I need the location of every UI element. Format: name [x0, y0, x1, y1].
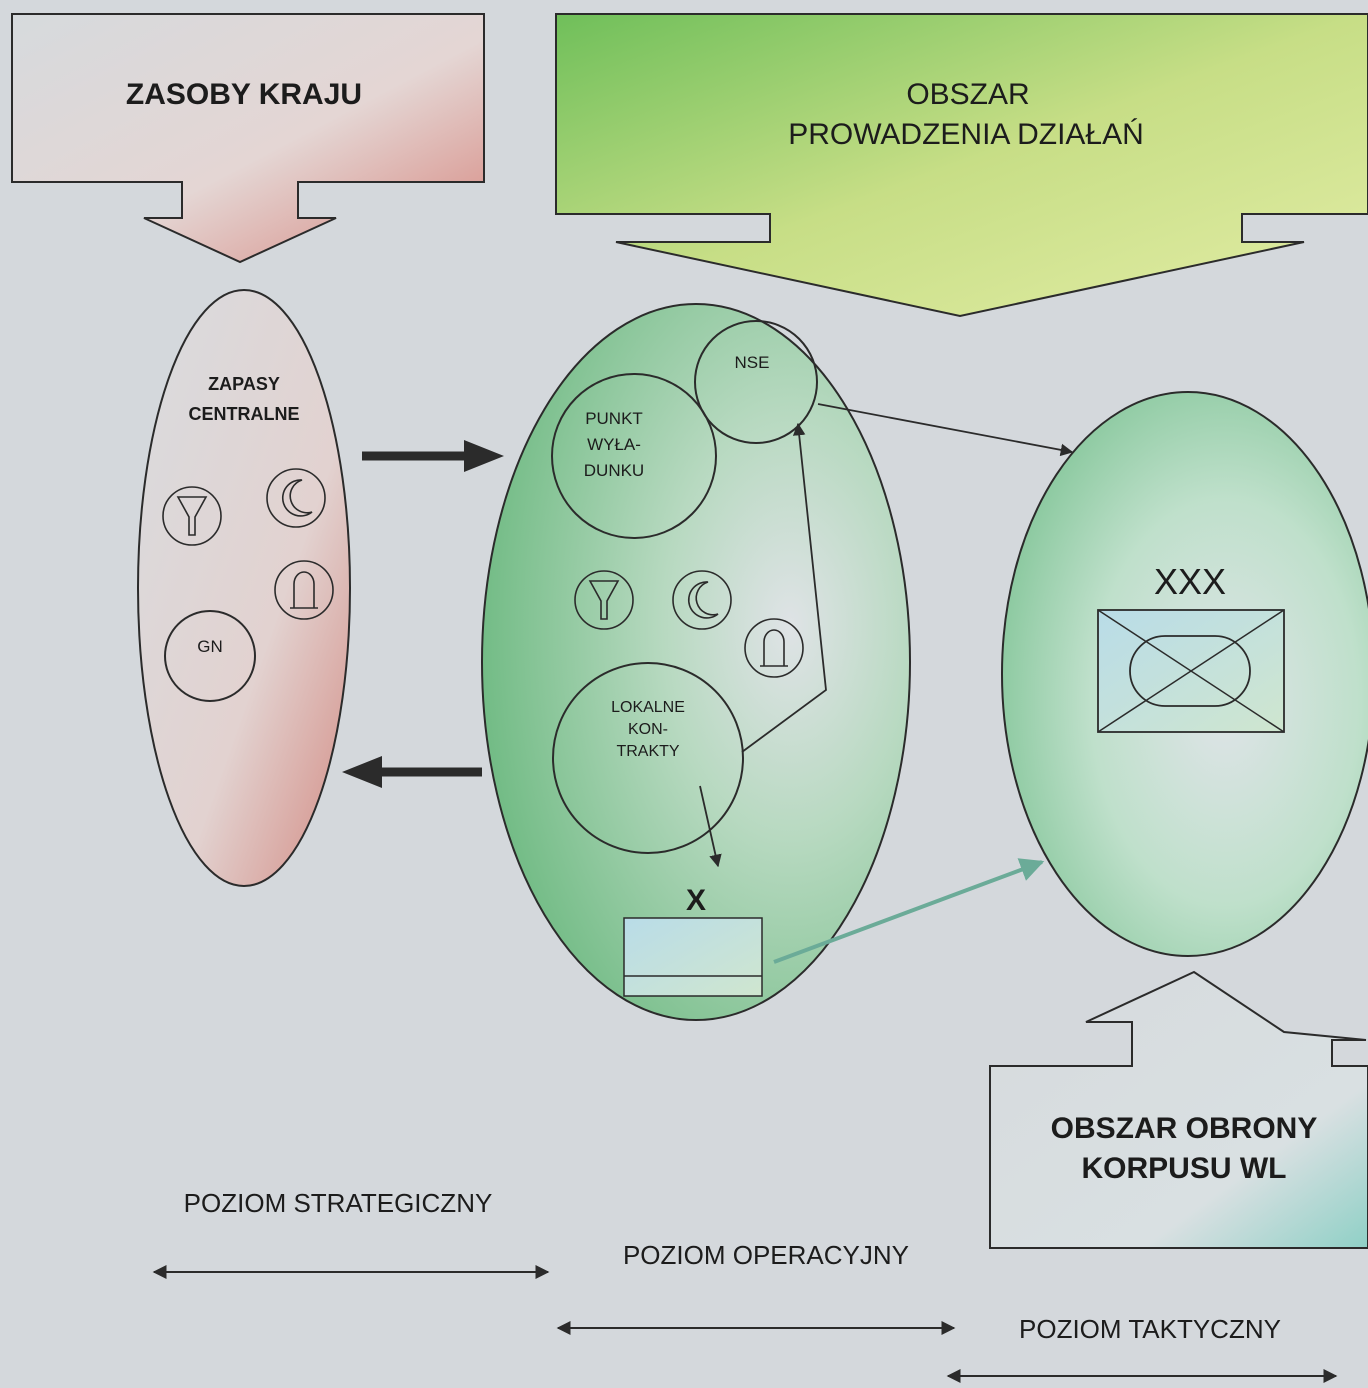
crescent-icon: [266, 468, 326, 528]
tactical-level-label: POZIOM TAKTYCZNY: [1019, 1314, 1281, 1344]
nse-to-corps-arrow: [817, 403, 1074, 457]
crescent-icon: [672, 570, 732, 630]
obszar-title-line1: OBSZAR: [906, 78, 1029, 111]
lokalne-kontrakty-circle: [552, 662, 744, 854]
gn-label: GN: [197, 637, 223, 656]
corps-unit-symbol: [1097, 609, 1285, 733]
strategic-level-label: POZIOM STRATEGICZNY: [184, 1188, 493, 1218]
fuel-icon: [162, 486, 222, 546]
zapasy-centralne-ellipse: [137, 289, 351, 887]
zapasy-label-line2: CENTRALNE: [189, 404, 300, 424]
punkt-line3: DUNKU: [584, 461, 644, 480]
obszar-obrony-callout: [989, 970, 1368, 1249]
arrow-to-operational-head: [464, 440, 504, 472]
lokalne-line1: LOKALNE: [611, 699, 685, 716]
punkt-line2: WYŁA-: [587, 435, 641, 454]
zapasy-label-line1: ZAPASY: [208, 374, 280, 394]
punkt-line1: PUNKT: [585, 409, 643, 428]
fuel-icon: [574, 570, 634, 630]
obszar-dzialan-callout: [555, 13, 1368, 318]
brigade-unit-symbol: [623, 917, 763, 997]
corps-echelon-label: XXX: [1154, 561, 1226, 602]
obszar-title-line2: PROWADZENIA DZIAŁAŃ: [788, 118, 1144, 151]
operational-ellipse: [481, 303, 911, 1021]
lokalne-line3: TRAKTY: [616, 743, 679, 760]
nse-circle: [694, 320, 818, 444]
nse-label: NSE: [735, 353, 770, 372]
lokalne-line2: KON-: [628, 721, 668, 738]
punkt-wyladunku-circle: [551, 373, 717, 539]
arrow-to-strategic-head: [342, 756, 382, 788]
kontrakty-to-nse-arrow: [741, 422, 827, 753]
ammunition-icon: [744, 618, 804, 678]
obszar-obrony-line2: KORPUSU WL: [1082, 1152, 1287, 1185]
kontrakty-to-brigade-arrow: [699, 785, 722, 868]
brigade-to-corps-arrow: [773, 858, 1045, 964]
ammunition-icon: [274, 560, 334, 620]
brigade-echelon-label: X: [686, 884, 706, 917]
obszar-obrony-line1: OBSZAR OBRONY: [1051, 1112, 1318, 1145]
gn-circle: [164, 610, 256, 702]
zasoby-kraju-callout: [11, 13, 485, 264]
zasoby-kraju-label: ZASOBY KRAJU: [126, 78, 362, 111]
operational-level-label: POZIOM OPERACYJNY: [623, 1240, 909, 1270]
